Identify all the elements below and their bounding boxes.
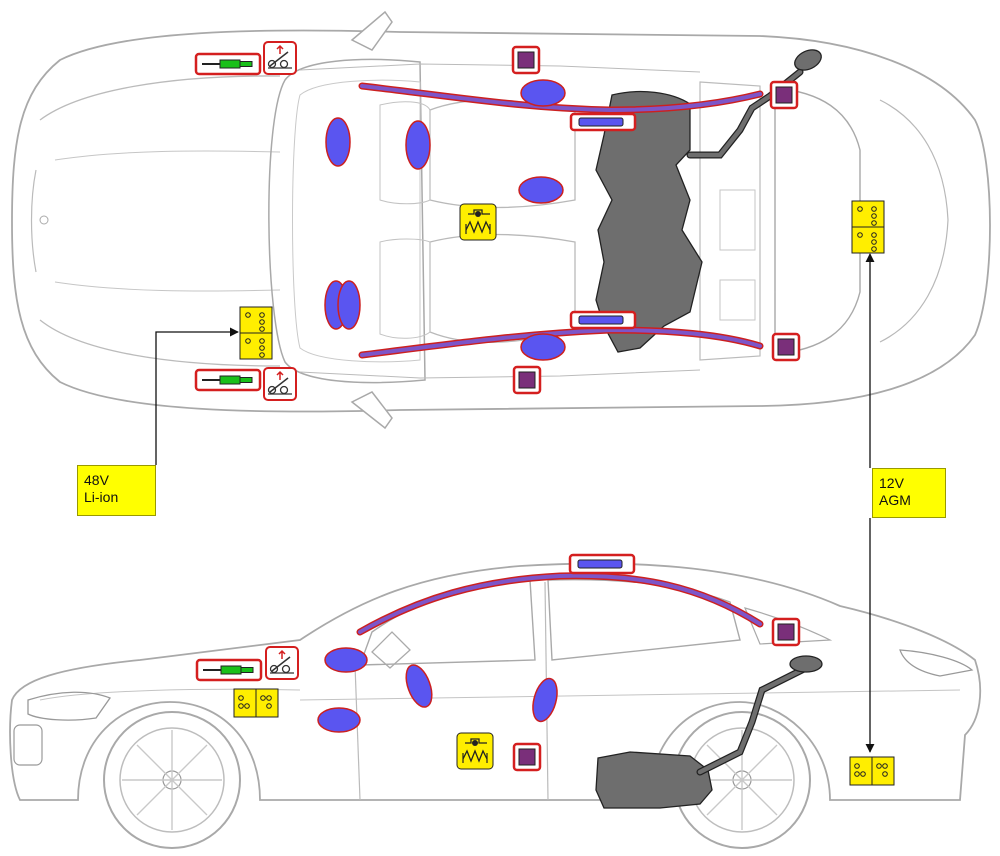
battery-icon <box>239 306 273 360</box>
hood-actuator-icon <box>265 646 299 680</box>
airbag-icon <box>317 647 558 733</box>
battery-icon <box>849 756 895 786</box>
crash-sensor-icon <box>512 742 542 772</box>
seatbelt-pretensioner-icon <box>194 368 262 392</box>
seatbelt-pretensioner-icon <box>194 52 262 76</box>
hood-actuator-icon <box>263 367 297 401</box>
top-view-body-outline <box>11 29 991 413</box>
hood-actuator-icon <box>263 41 297 75</box>
battery-12v-type: AGM <box>879 492 911 508</box>
battery-12v-voltage: 12V <box>879 475 904 491</box>
battery-12v-label: 12V AGM <box>872 468 946 518</box>
crash-sensor-icon <box>769 80 799 110</box>
side-view-body-outline <box>9 562 982 801</box>
leader-lines <box>155 253 875 753</box>
crash-sensor-icon <box>771 332 801 362</box>
fuel-tank-icon <box>595 751 713 809</box>
battery-48v-voltage: 48V <box>84 472 109 488</box>
front-wheel <box>103 711 241 849</box>
airbag-icon <box>324 79 566 361</box>
crash-sensor-icon <box>511 45 541 75</box>
high-voltage-icon <box>459 203 497 241</box>
top-view-car <box>11 10 991 430</box>
crash-sensor-icon <box>771 617 801 647</box>
battery-icon <box>233 688 279 718</box>
crash-sensor-icon <box>512 365 542 395</box>
battery-icon <box>851 200 885 254</box>
high-voltage-icon <box>456 732 494 770</box>
side-view-car <box>9 553 982 849</box>
seatbelt-pretensioner-icon <box>195 658 263 682</box>
battery-48v-label: 48V Li-ion <box>77 465 156 516</box>
battery-48v-type: Li-ion <box>84 489 119 505</box>
fuel-tank-icon <box>595 90 703 353</box>
